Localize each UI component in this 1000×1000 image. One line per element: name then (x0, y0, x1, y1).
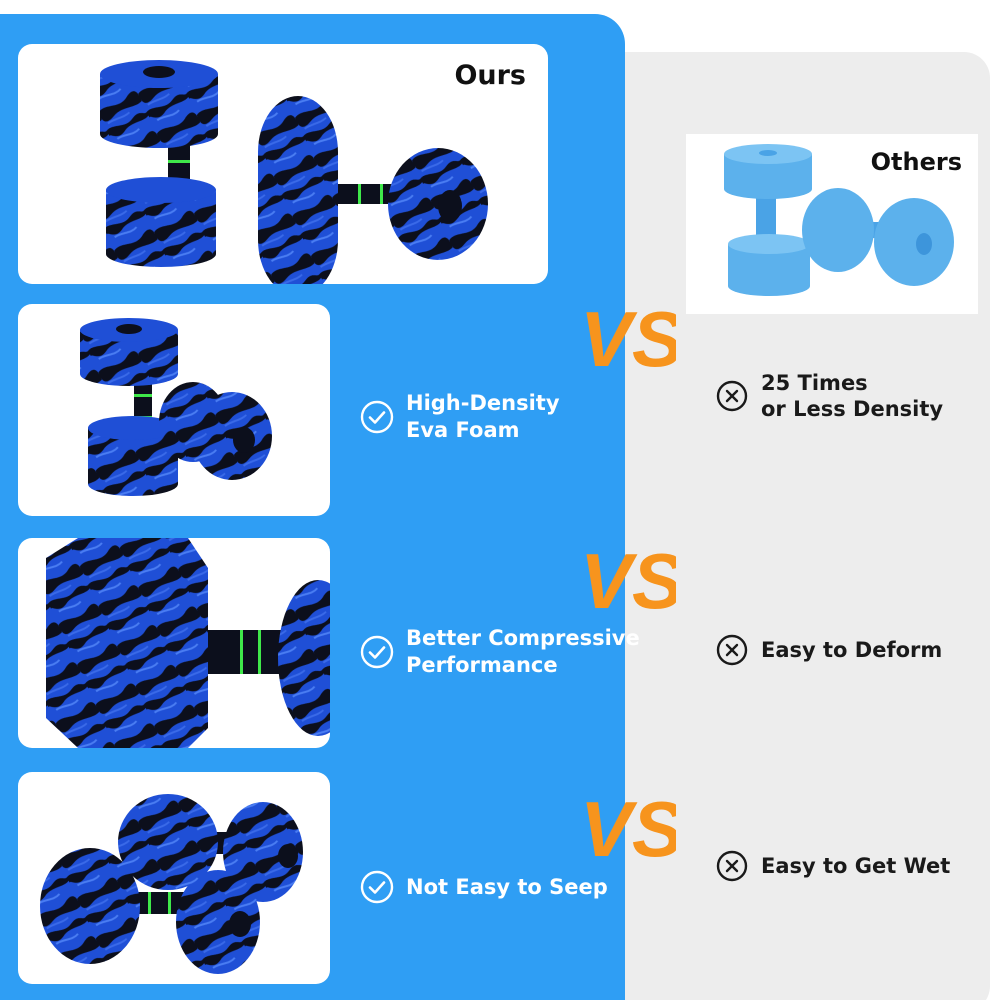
compressive-dumbbell-image (46, 538, 330, 748)
ours-card-seep (18, 772, 330, 984)
ours-hero-card: Ours (18, 44, 548, 284)
drawback-density-text: 25 Times or Less Density (761, 370, 943, 422)
vs-badge-1: VS (580, 295, 676, 376)
drawback-seep-text: Easy to Get Wet (761, 854, 951, 878)
drawback-seep: Easy to Get Wet (716, 850, 950, 882)
feature-density: High-Density Eva Foam (360, 390, 560, 444)
others-dumbbells-image (724, 144, 954, 296)
ours-dumbbells-image (100, 60, 488, 284)
feature-compressive-line-2: Performance (406, 653, 558, 677)
check-circle-icon (360, 870, 394, 904)
others-label: Others (870, 148, 962, 176)
others-hero-card: Others (686, 134, 978, 314)
drawback-compressive: Easy to Deform (716, 634, 942, 666)
feature-seep-text: Not Easy to Seep (406, 874, 608, 899)
density-dumbbells-image (80, 318, 272, 496)
feature-density-line-1: High-Density (406, 391, 560, 415)
ours-card-compressive (18, 538, 330, 748)
x-circle-icon (716, 634, 748, 666)
ours-label: Ours (454, 60, 526, 91)
vs-text-1: VS (580, 295, 676, 376)
vs-badge-2: VS (580, 537, 676, 618)
vs-text-2: VS (580, 537, 676, 618)
drawback-density: 25 Times or Less Density (716, 370, 943, 422)
drawback-compressive-text: Easy to Deform (761, 638, 943, 662)
x-circle-icon (716, 380, 748, 412)
feature-compressive-text: Better Compressive Performance (406, 625, 640, 679)
feature-seep: Not Easy to Seep (360, 870, 608, 904)
feature-compressive: Better Compressive Performance (360, 625, 640, 679)
seep-dumbbells-image (40, 794, 303, 974)
feature-compressive-line-1: Better Compressive (406, 626, 640, 650)
drawback-density-line-2: or Less Density (761, 397, 944, 421)
drawback-density-line-1: 25 Times (761, 371, 868, 395)
check-circle-icon (360, 635, 394, 669)
vs-text-3: VS (580, 785, 676, 866)
vs-badge-3: VS (580, 785, 676, 866)
x-circle-icon (716, 850, 748, 882)
ours-card-density (18, 304, 330, 516)
check-circle-icon (360, 400, 394, 434)
feature-density-line-2: Eva Foam (406, 418, 520, 442)
feature-density-text: High-Density Eva Foam (406, 390, 560, 444)
